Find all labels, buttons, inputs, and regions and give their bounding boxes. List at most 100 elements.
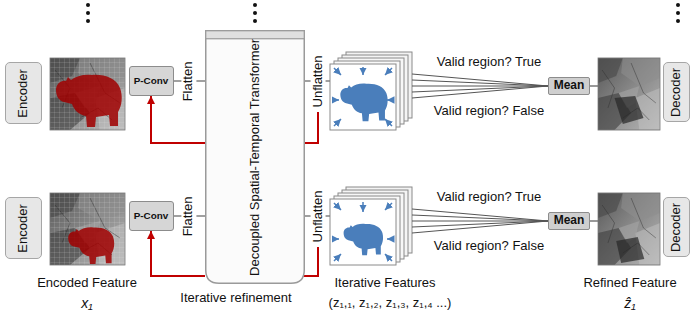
continuation-dots [676,11,680,15]
valid-region-lines [412,221,548,227]
iterative-feature-stack [332,99,339,101]
encoder-box: Encoder [5,62,42,124]
transformer-cap [206,31,305,39]
valid-region-lines [412,209,548,221]
annotation-label: Valid region? True [436,55,543,70]
annotation-label: (z₁,₁, z₁,₂, z₁,₃, z₁,₄ ...) [328,296,453,311]
encoded-feature-image [50,58,125,130]
node-text: Decoder [669,202,684,251]
annotation-label: Valid region? True [436,190,543,205]
encoded-feature-image [50,193,125,265]
encoder-box: Encoder [5,197,42,259]
connector-arrow [151,231,205,276]
encoded-feature-image [50,193,125,265]
pconv-box: P-Conv [129,201,174,231]
iterative-feature-stack [330,52,412,130]
iterative-feature-stack [340,84,387,122]
valid-region-lines [412,221,548,222]
encoded-feature-image [50,58,125,130]
valid-region-lines [412,86,548,87]
mean-output-line [590,85,598,86]
edge-label: Flatten [182,195,197,237]
iterative-feature-stack [344,224,383,255]
annotation-label: Unflatten [311,189,326,243]
connector-arrow [151,96,205,143]
annotation-label: Encoded Feature [36,276,138,291]
node-text: Decoupled Spatial-Temporal Transformer [248,39,263,276]
iterative-feature-stack [334,68,341,75]
iterative-feature-stack [362,67,364,75]
mean-output-line [590,220,598,221]
iterative-feature-stack [362,202,364,212]
iterative-feature-stack [385,68,392,75]
node-text: P-Conv [134,210,169,221]
continuation-dots [86,3,90,7]
pconv-box: P-Conv [129,66,174,96]
node-text: Decoder [669,67,684,116]
valid-region-lines [412,86,548,92]
refined-feature-image [598,193,660,265]
iterative-feature-stack [334,203,341,210]
continuation-dots [253,3,257,7]
iterative-feature-stack [385,203,392,210]
continuation-dots [676,3,680,7]
iterative-feature-stack [334,119,341,126]
iterative-feature-stack [330,64,396,130]
refined-feature-image [598,58,660,130]
iterative-feature-stack [330,199,396,265]
continuation-dots [253,11,257,15]
iterative-feature-stack [332,238,339,240]
node-text: P-Conv [134,75,169,86]
mean-box: Mean [548,212,590,230]
encoded-feature-image [68,227,114,264]
annotation-label: ẑ₁ [623,295,636,311]
iterative-feature-stack [332,202,394,261]
transformer-block: Decoupled Spatial-Temporal Transformer [205,30,305,284]
decoder-box: Decoder [663,197,690,257]
mean-box: Mean [548,77,590,95]
annotation-label: Valid region? False [433,239,545,254]
continuation-dots [86,11,90,15]
valid-region-lines [412,74,548,86]
continuation-dots [86,3,680,23]
annotation-label: Refined Feature [582,276,677,291]
valid-region-lines [412,221,548,233]
iterative-feature-stack [334,254,341,261]
refined-feature-image [615,96,644,124]
node-text: Mean [554,79,585,93]
node-text: Encoder [16,204,31,252]
iterative-feature-stack [332,67,394,126]
transformer-outline [206,31,305,284]
iterative-feature-stack [387,238,394,240]
encoded-feature-image [50,58,125,130]
mean-output-line [590,86,598,221]
valid-region-lines [412,86,548,98]
annotation-label: Valid region? False [433,104,545,119]
refined-feature-image [616,237,644,263]
edge-label: Flatten [182,60,197,102]
refined-feature-image [598,193,660,265]
encoded-feature-image [50,193,125,265]
valid-region-lines [412,74,548,233]
annotation-label: Unflatten [311,54,326,108]
decoder-box: Decoder [663,62,690,122]
annotation-label: Iterative Features [333,276,436,291]
iterative-feature-stack [385,254,392,261]
continuation-dots [676,19,680,23]
node-text: Encoder [16,69,31,117]
continuation-dots [86,19,90,23]
valid-region-lines [412,80,548,86]
annotation-label: Iterative refinement [179,291,292,306]
annotation-label: x₁ [80,295,93,311]
refined-feature-image [598,58,660,130]
refined-feature-image [598,193,660,265]
refined-feature-image [598,58,660,130]
node-text: Mean [554,214,585,228]
encoded-feature-image [50,58,125,130]
iterative-feature-stack [330,187,412,265]
iterative-feature-stack [385,119,392,126]
encoded-feature-image [50,193,125,265]
